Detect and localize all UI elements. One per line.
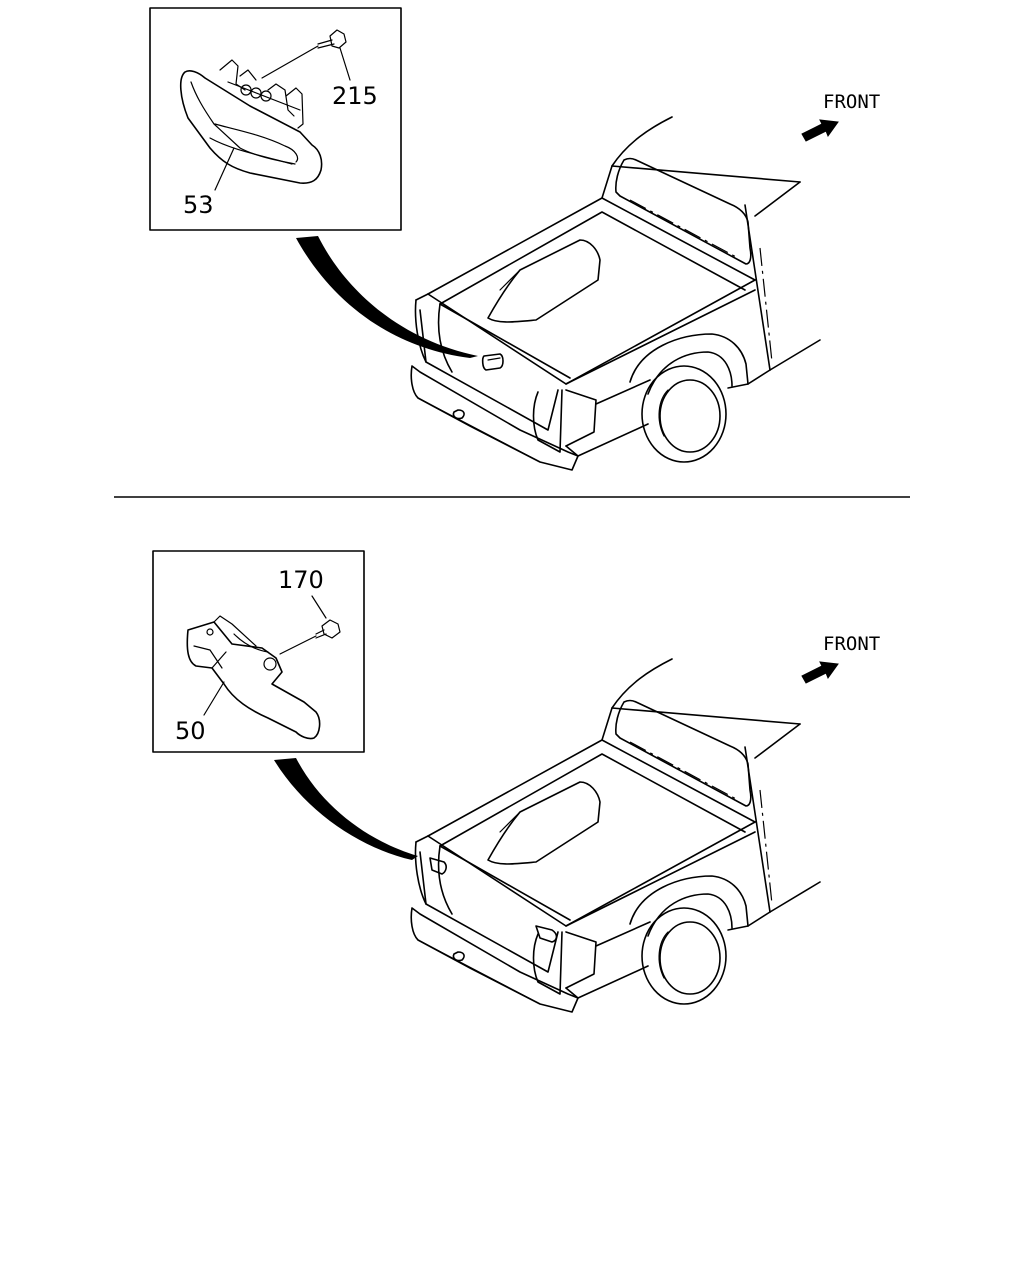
leader-215 — [339, 47, 351, 81]
tailgate-handle-lever-50 — [186, 615, 321, 740]
detail-pointer-arrow — [296, 236, 478, 358]
top-diagram: 215 53 FRONT — [149, 7, 880, 471]
front-arrow-icon-bottom — [801, 661, 839, 684]
leader-170 — [311, 595, 327, 619]
tailgate-handle-location-left — [429, 857, 447, 875]
detail-pointer-arrow-bottom — [274, 758, 418, 860]
callout-170: 170 — [278, 566, 324, 594]
front-label-bottom: FRONT — [823, 633, 880, 655]
tailgate-handle-53 — [179, 59, 323, 184]
leader-53 — [214, 147, 235, 191]
screw-215 — [261, 29, 347, 79]
pickup-truck-rear-view-bottom — [410, 658, 821, 1013]
tailgate-handle-location-right — [535, 925, 558, 943]
bolt-170 — [279, 619, 341, 655]
front-label: FRONT — [823, 91, 880, 113]
callout-53: 53 — [183, 191, 214, 219]
tailgate-handle-location — [481, 353, 504, 371]
top-detail-box — [149, 7, 402, 231]
callout-215: 215 — [332, 82, 378, 110]
leader-50 — [203, 681, 225, 716]
callout-50: 50 — [175, 717, 206, 745]
pickup-truck-rear-view — [410, 116, 821, 471]
bottom-diagram: 170 50 FRONT — [152, 550, 880, 1013]
bottom-detail-box — [152, 550, 365, 753]
front-arrow-icon — [801, 119, 839, 142]
